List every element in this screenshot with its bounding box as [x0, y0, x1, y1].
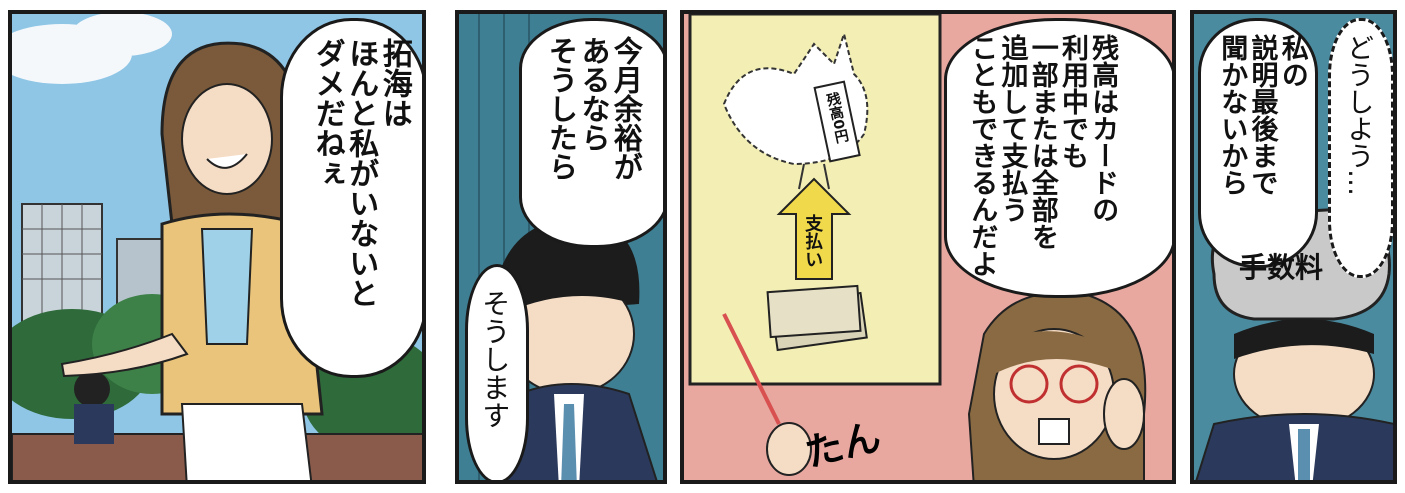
- speech-balloon: [1198, 18, 1318, 268]
- panel-3-art: [688, 14, 1147, 480]
- arrow-label: 支払い: [802, 214, 824, 268]
- reply-text: そうします: [478, 289, 512, 429]
- balloon-text: 拓海は ほんと私がいないと ダメだねぇ: [309, 38, 412, 308]
- reply-balloon: [465, 264, 529, 480]
- balloon-text: 今月余裕が あるなら そうしたら: [544, 36, 644, 181]
- speech-balloon: [280, 18, 422, 378]
- thought-balloon: [1328, 18, 1393, 278]
- rock-label: 手数料: [1239, 251, 1324, 284]
- panel-3: 残高はカードの 利用中でも 一部または全部を 追加して支払う こともできるんだよ…: [680, 10, 1176, 484]
- panel-1: 拓海は ほんと私がいないと ダメだねぇ: [8, 10, 426, 484]
- speech-balloon: [944, 18, 1172, 298]
- panel-4: 私の 説明最後まで 聞かないから どうしよう… 手数料: [1190, 10, 1397, 484]
- speech-balloon: [519, 18, 663, 248]
- thought-text: どうしよう…: [1342, 34, 1374, 196]
- balloon-text: 私の 説明最後まで 聞かないから: [1216, 34, 1308, 196]
- panel-2: 今月余裕が あるなら そうしたら そうします: [455, 10, 667, 484]
- balloon-text: 残高はカードの 利用中でも 一部または全部を 追加して支払う こともできるんだよ: [966, 34, 1119, 277]
